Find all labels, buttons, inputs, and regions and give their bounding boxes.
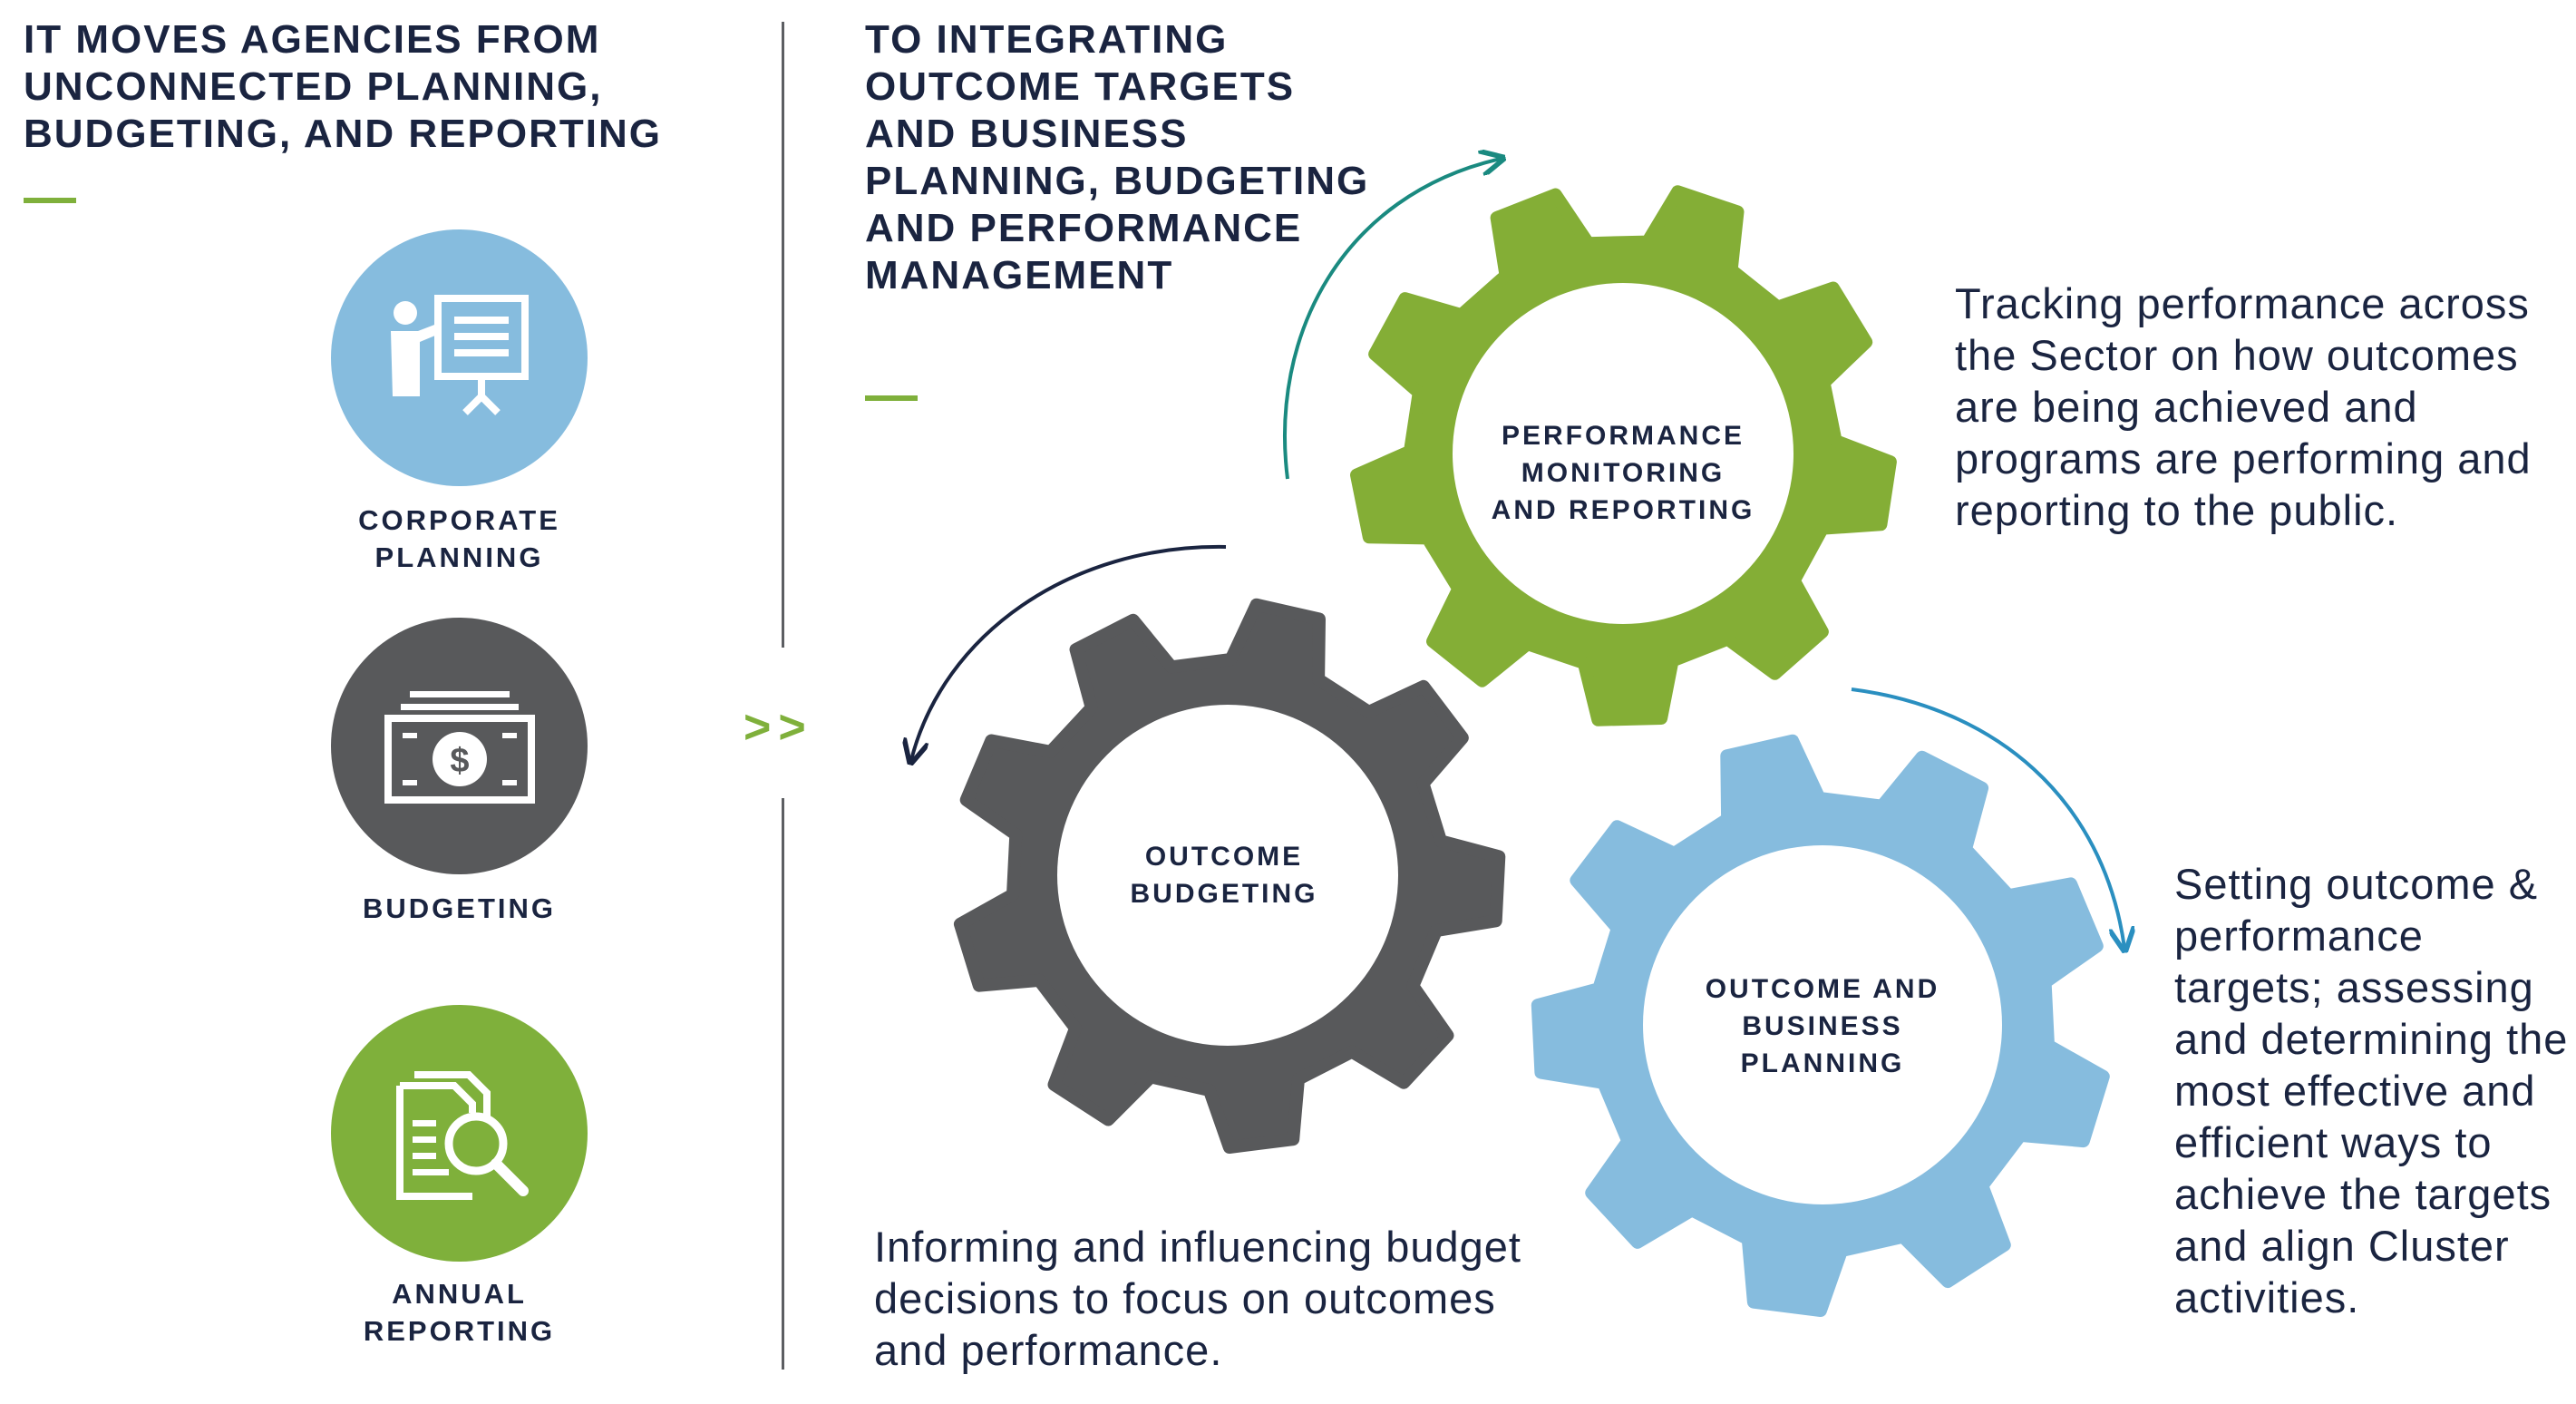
right-accent-line [865,395,918,401]
transition-chevrons: >> [744,701,813,754]
performance-gear-label: PERFORMANCE MONITORING AND REPORTING [1491,421,1755,525]
planning-gear-label: OUTCOME AND BUSINESS PLANNING [1705,974,1940,1078]
budgeting-gear [953,598,1506,1154]
planning-description: Setting outcome & performance targets; a… [2174,860,2569,1321]
gear-gray-hole [1057,705,1398,1046]
left-heading: IT MOVES AGENCIES FROM UNCONNECTED PLANN… [24,17,662,156]
budgeting-circle: $ [331,618,588,874]
left-accent-line [24,198,76,203]
performance-description: Tracking performance across the Sector o… [1955,279,2532,534]
right-heading: TO INTEGRATING OUTCOME TARGETS AND BUSIN… [865,17,1370,297]
svg-text:$: $ [450,742,469,780]
document-search-icon [395,1070,529,1200]
budgeting-description: Informing and influencing budget decisio… [874,1223,1521,1374]
annual-reporting-circle [331,1005,588,1262]
corporate-planning-circle [331,229,588,486]
divider-bottom [782,798,784,1370]
budgeting-label: BUDGETING [363,892,556,924]
corporate-planning-label: CORPORATE PLANNING [358,504,560,573]
budgeting-gear-label: OUTCOME BUDGETING [1130,842,1318,909]
gear-green-hole [1453,283,1793,624]
money-icon: $ [384,690,535,804]
annual-reporting-label: ANNUAL REPORTING [363,1278,556,1347]
divider-top [782,22,784,648]
presentation-icon [390,294,529,415]
